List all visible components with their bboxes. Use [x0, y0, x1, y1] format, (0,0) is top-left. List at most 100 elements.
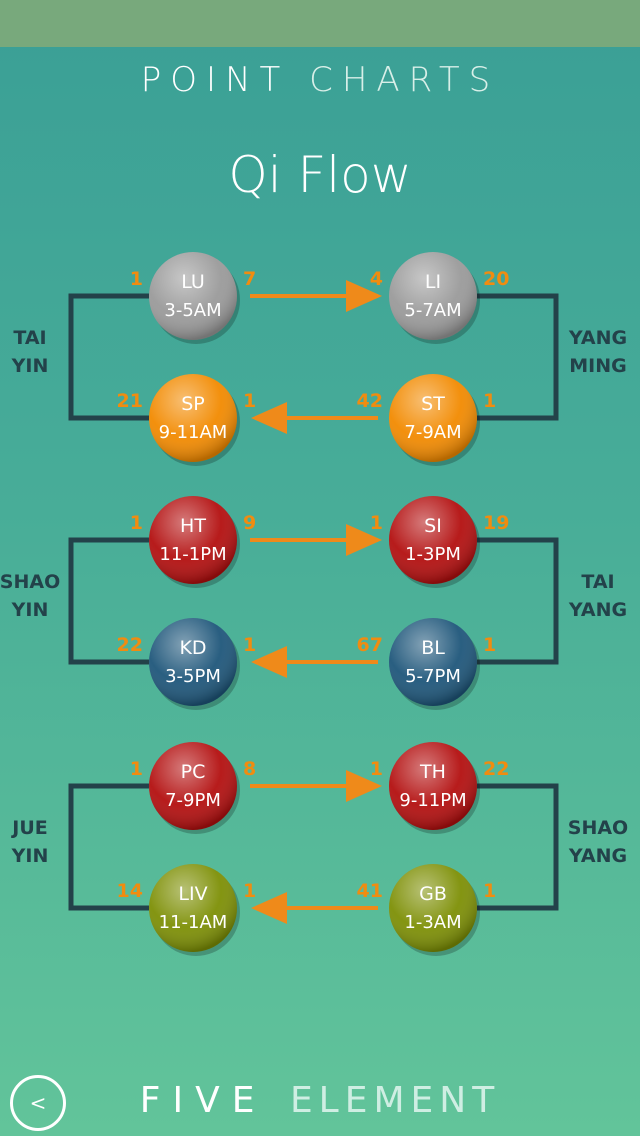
organ-time: 5-7AM — [404, 300, 461, 321]
channel-label-right: MING — [569, 355, 626, 377]
organ-node-lu[interactable]: LU 3-5AM — [149, 252, 240, 344]
channel-label-right: YANG — [568, 327, 627, 349]
organ-node-shine — [149, 252, 237, 340]
brand-word-point: POINT — [140, 60, 290, 100]
organ-node-shine — [149, 496, 237, 584]
organ-time: 1-3PM — [405, 544, 461, 565]
organ-abbr: SP — [181, 393, 205, 415]
organ-abbr: ST — [421, 393, 445, 415]
organ-node-shine — [149, 618, 237, 706]
channel-label-left: YIN — [11, 599, 49, 621]
organ-node-li[interactable]: LI 5-7AM — [389, 252, 480, 344]
point-count-label: 20 — [483, 268, 509, 290]
organ-node-sp[interactable]: SP 9-11AM — [149, 374, 240, 466]
organ-node-shine — [389, 374, 477, 462]
right-frame-line — [477, 783, 559, 911]
point-count-label: 1 — [130, 268, 143, 290]
point-count-label: 42 — [357, 390, 383, 412]
brand-word-five: FIVE — [139, 1080, 267, 1121]
back-button[interactable]: < — [10, 1075, 66, 1131]
point-count-label: 22 — [483, 758, 509, 780]
left-frame-line — [68, 537, 149, 665]
organ-node-th[interactable]: TH 9-11PM — [389, 742, 480, 834]
organ-node-liv[interactable]: LIV 11-1AM — [149, 864, 240, 956]
point-count-label: 7 — [243, 268, 256, 290]
channel-label-left: JUE — [10, 817, 47, 839]
point-count-label: 1 — [130, 512, 143, 534]
right-frame-line — [477, 537, 559, 665]
page-title: Qi Flow — [228, 146, 412, 204]
right-frame-line — [477, 293, 559, 421]
organ-node-shine — [149, 864, 237, 952]
organ-node-shine — [389, 252, 477, 340]
point-count-label: 1 — [483, 634, 496, 656]
organ-time: 5-7PM — [405, 666, 461, 687]
brand-word-element: ELEMENT — [289, 1080, 501, 1121]
channel-label-left: TAI — [13, 327, 46, 349]
organ-time: 9-11AM — [159, 422, 228, 443]
organ-node-gb[interactable]: GB 1-3AM — [389, 864, 480, 956]
organ-node-ht[interactable]: HT 11-1PM — [149, 496, 240, 588]
organ-node-shine — [389, 864, 477, 952]
point-count-label: 4 — [370, 268, 383, 290]
organ-time: 9-11PM — [399, 790, 466, 811]
point-count-label: 22 — [117, 634, 143, 656]
organ-node-kd[interactable]: KD 3-5PM — [149, 618, 240, 710]
organ-node-shine — [149, 742, 237, 830]
organ-abbr: HT — [180, 515, 206, 537]
organ-time: 1-3AM — [404, 912, 461, 933]
point-count-label: 9 — [243, 512, 256, 534]
organ-node-st[interactable]: ST 7-9AM — [389, 374, 480, 466]
organ-abbr: GB — [419, 883, 447, 905]
point-count-label: 14 — [117, 880, 143, 902]
brand-footer: FIVE ELEMENT — [0, 1080, 640, 1121]
channel-label-right: SHAO — [568, 817, 628, 839]
channel-label-left: SHAO — [0, 571, 60, 593]
organ-abbr: PC — [181, 761, 206, 783]
organ-node-si[interactable]: SI 1-3PM — [389, 496, 480, 588]
organ-node-shine — [389, 742, 477, 830]
organ-abbr: LI — [425, 271, 441, 293]
left-frame-line — [68, 783, 149, 911]
point-count-label: 1 — [130, 758, 143, 780]
organ-time: 11-1AM — [159, 912, 228, 933]
point-count-label: 67 — [357, 634, 383, 656]
status-bar — [0, 0, 640, 47]
organ-time: 7-9PM — [165, 790, 221, 811]
organ-node-bl[interactable]: BL 5-7PM — [389, 618, 480, 710]
point-count-label: 19 — [483, 512, 509, 534]
channel-label-right: TAI — [581, 571, 614, 593]
organ-abbr: LIV — [178, 883, 207, 905]
channel-label-right: YANG — [568, 599, 627, 621]
point-count-label: 1 — [483, 880, 496, 902]
point-count-label: 21 — [117, 390, 143, 412]
organ-node-pc[interactable]: PC 7-9PM — [149, 742, 240, 834]
organ-abbr: LU — [181, 271, 205, 293]
point-count-label: 8 — [243, 758, 256, 780]
organ-node-shine — [389, 618, 477, 706]
organ-time: 3-5PM — [165, 666, 221, 687]
organ-time: 7-9AM — [404, 422, 461, 443]
left-frame-line — [68, 293, 149, 421]
point-count-label: 1 — [483, 390, 496, 412]
point-count-label: 41 — [357, 880, 383, 902]
channel-label-right: YANG — [568, 845, 627, 867]
point-count-label: 1 — [243, 390, 256, 412]
organ-abbr: TH — [419, 761, 446, 783]
channel-label-left: YIN — [11, 845, 49, 867]
organ-time: 3-5AM — [164, 300, 221, 321]
brand-header: POINT CHARTS — [0, 60, 640, 100]
organ-time: 11-1PM — [159, 544, 226, 565]
organ-node-shine — [389, 496, 477, 584]
organ-abbr: SI — [424, 515, 442, 537]
organ-abbr: KD — [179, 637, 206, 659]
meridian-pair-group: TAI YIN YANG MING LU 3-5AM 1 7 LI 5-7AM 20 4SP 9-11A… — [11, 252, 627, 466]
point-count-label: 1 — [370, 512, 383, 534]
point-count-label: 1 — [243, 634, 256, 656]
organ-abbr: BL — [421, 637, 445, 659]
point-count-label: 1 — [370, 758, 383, 780]
channel-label-left: YIN — [11, 355, 49, 377]
